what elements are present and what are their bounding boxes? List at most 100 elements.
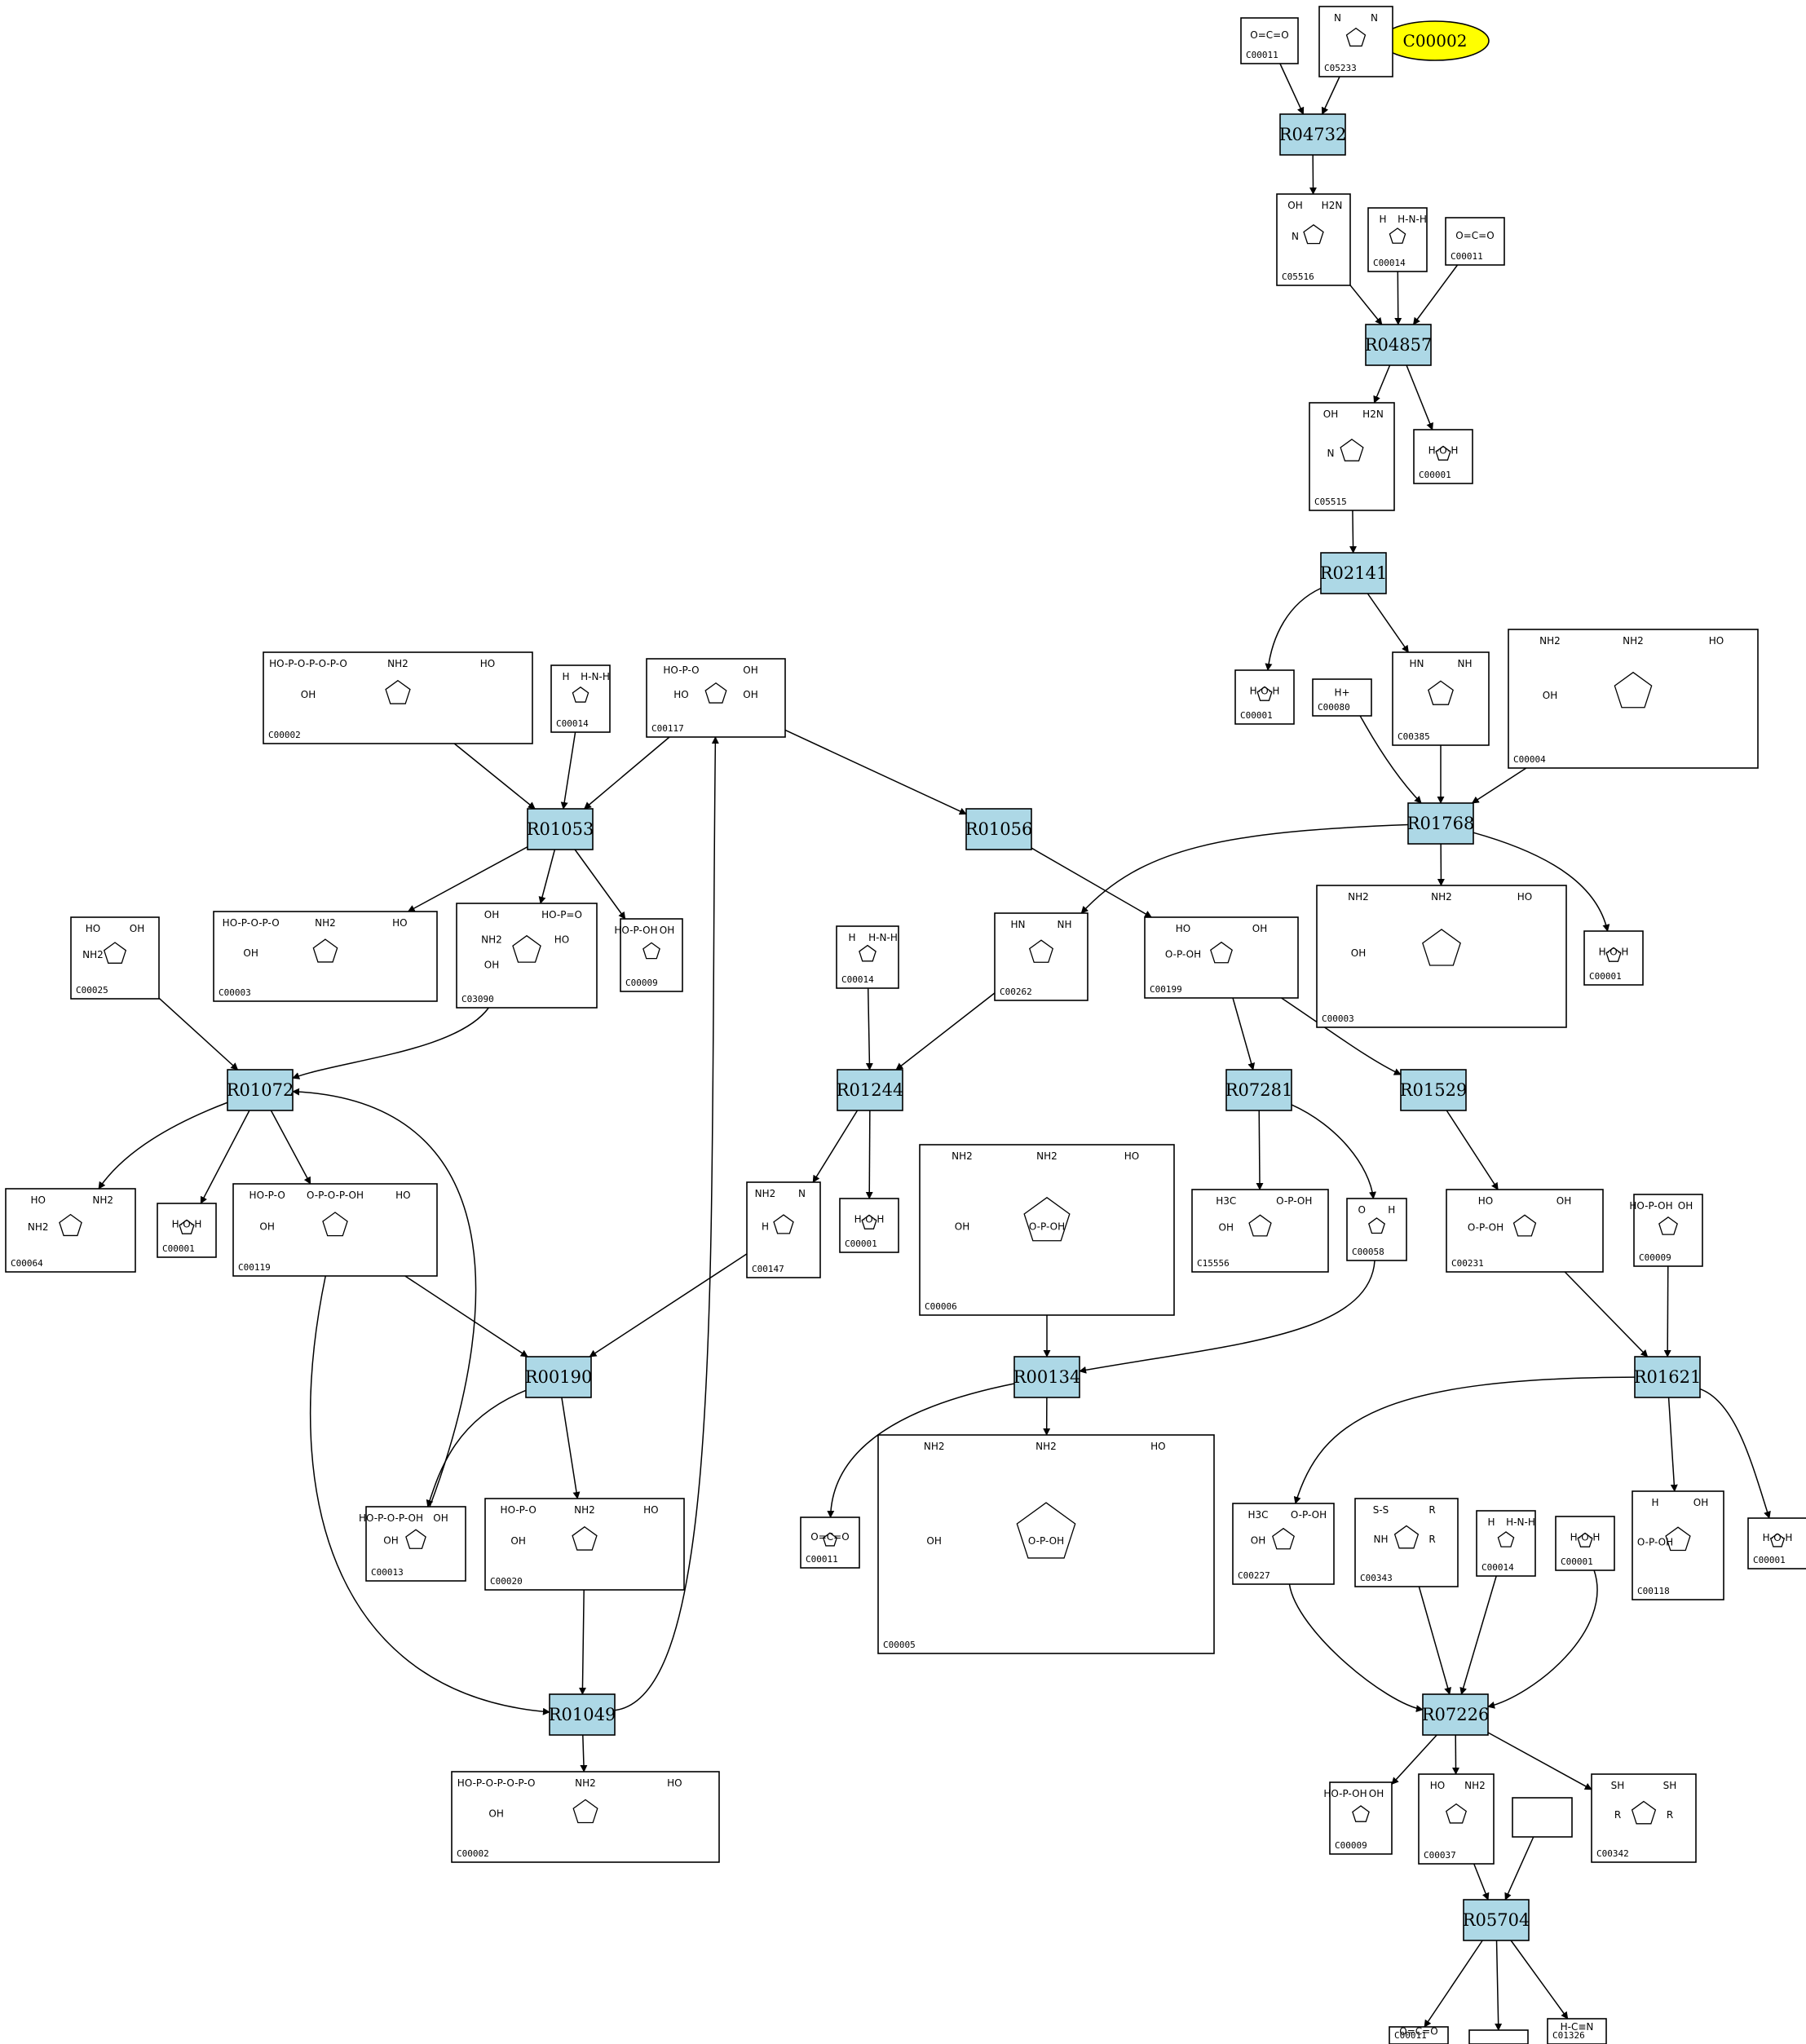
reaction-node-r01053[interactable]: R01053 [527, 808, 594, 850]
edge-R04857-to-n7 [1406, 364, 1433, 430]
structure-atom-label: HO [1517, 891, 1532, 903]
highlight-compound[interactable]: C00002 [1380, 20, 1490, 61]
reaction-node-r00134[interactable]: R00134 [1013, 1356, 1081, 1398]
reaction-node-r01529[interactable]: R01529 [1400, 1069, 1468, 1111]
structure-atom-label: OH [955, 1221, 969, 1233]
reaction-node-r07226[interactable]: R07226 [1422, 1693, 1490, 1736]
reaction-node-r01056[interactable]: R01056 [965, 808, 1033, 850]
compound-id: C03090 [461, 994, 494, 1004]
compound-id: C00005 [883, 1640, 916, 1650]
reaction-node-r04857[interactable]: R04857 [1365, 324, 1433, 366]
reaction-node-r00190[interactable]: R00190 [525, 1356, 593, 1398]
structure-sketch [1272, 1527, 1295, 1550]
reaction-label: R01053 [527, 819, 594, 839]
structure-sketch [1435, 445, 1451, 461]
reaction-node-r01072[interactable]: R01072 [227, 1069, 294, 1111]
reaction-node-r01768[interactable]: R01768 [1407, 802, 1475, 845]
compound-id: C00080 [1318, 702, 1350, 713]
compound-box [1747, 1517, 1806, 1569]
structure-atom-label: OH [243, 947, 258, 959]
structure-atom-label: H-N-H [581, 671, 610, 682]
edge-n20-to-R01244 [895, 992, 996, 1071]
reaction-node-r01049[interactable]: R01049 [549, 1693, 616, 1736]
reaction-node-r02141[interactable]: R02141 [1320, 552, 1388, 594]
compound-node-c00080[interactable]: H+ C00080 [1312, 678, 1372, 717]
compound-node-blank[interactable] [1468, 2029, 1529, 2044]
reaction-node-r01621[interactable]: R01621 [1634, 1356, 1702, 1398]
structure-atom-label: SH [1611, 1780, 1625, 1791]
structure-atom-label: H-O-H [172, 1219, 202, 1230]
structure-sketch [859, 944, 877, 962]
compound-box [620, 918, 683, 992]
reaction-node-r07281[interactable]: R07281 [1225, 1069, 1293, 1111]
reaction-node-r04732[interactable]: R04732 [1279, 113, 1347, 156]
reaction-node-r05704[interactable]: R05704 [1463, 1899, 1530, 1941]
structure-atom-label: NH2 [755, 1188, 776, 1199]
reaction-box [227, 1069, 294, 1111]
edge-R07226-to-n45 [1391, 1734, 1437, 1786]
compound-id: C00003 [219, 987, 251, 998]
structure-atom-label: H+ [1334, 686, 1349, 698]
compound-id: C00014 [841, 974, 874, 985]
structure-atom-label: N [1334, 12, 1341, 24]
edge-n13-to-R01053 [560, 731, 576, 810]
structure-sketch [1665, 1526, 1691, 1552]
edge-n33-to-R01621 [1663, 1265, 1671, 1358]
compound-node-blank[interactable] [1512, 1797, 1573, 1838]
structure-atom-label: OH [1543, 690, 1557, 701]
structure-sketch [642, 942, 660, 960]
edge-n1-to-R04732 [1279, 63, 1305, 115]
structure-atom-label: HO [31, 1194, 46, 1206]
structure-atom-label: OH [301, 689, 316, 700]
reaction-node-r01244[interactable]: R01244 [837, 1069, 904, 1111]
